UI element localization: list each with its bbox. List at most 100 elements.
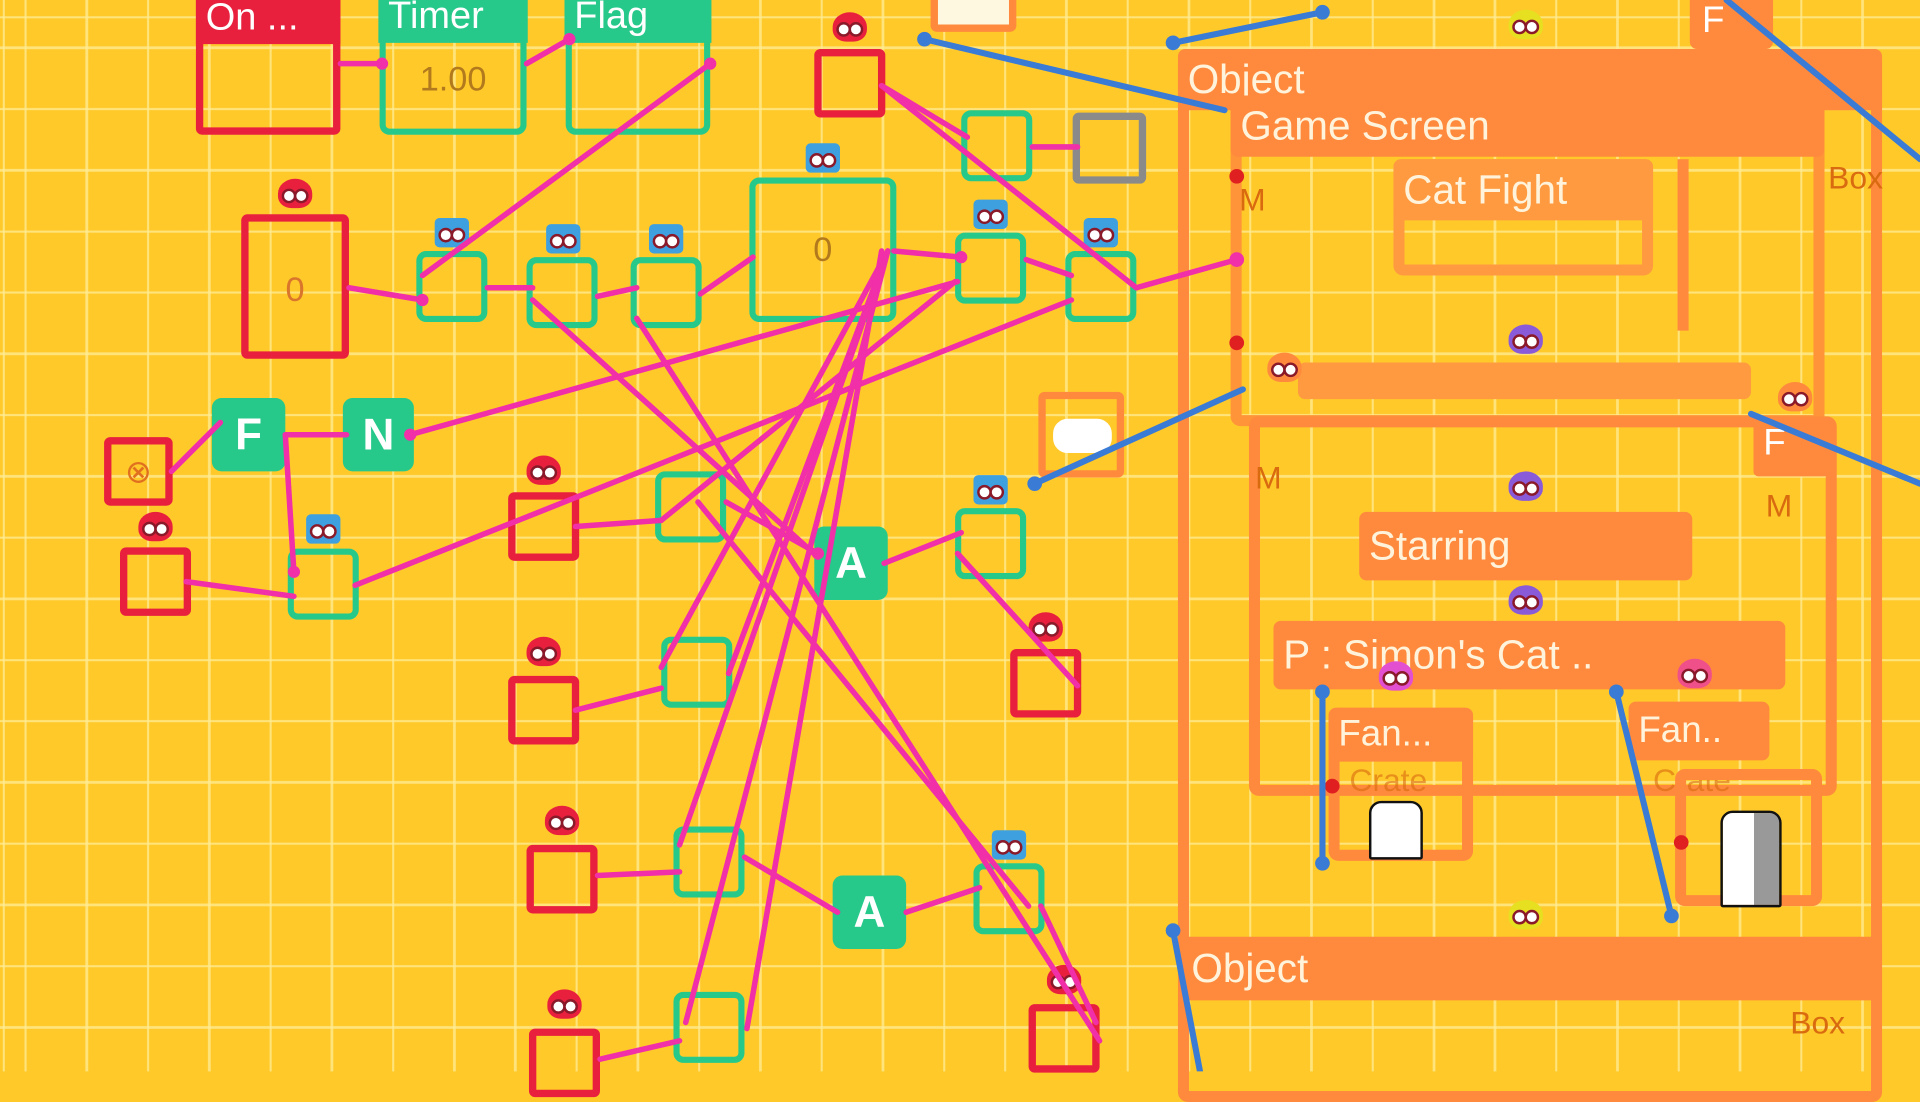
starring-label: Starring	[1368, 522, 1511, 569]
robot-nodon-head	[991, 830, 1027, 860]
object-top-type: Box	[1828, 159, 1884, 196]
cat-nodon-head	[1267, 352, 1302, 383]
red-nodon-head	[547, 989, 582, 1019]
fan2-label: Fan..	[1638, 710, 1723, 751]
red-node[interactable]	[814, 48, 886, 118]
on-node-label: On ...	[195, 0, 341, 45]
purple-nodon-head	[1508, 324, 1543, 354]
vertical-wire	[1677, 159, 1689, 331]
connection-dot[interactable]	[1229, 168, 1245, 184]
object-node-bottom[interactable]: Object	[1181, 936, 1883, 1001]
text-bar[interactable]	[1297, 362, 1752, 400]
timer-node[interactable]: Timer 1.00	[378, 0, 528, 135]
a-node-2[interactable]: A	[832, 875, 907, 949]
fan1-node[interactable]: Fan...	[1328, 707, 1474, 762]
a-node-1[interactable]: A	[814, 526, 888, 601]
inner-frame[interactable]	[1248, 416, 1837, 796]
logic-node[interactable]	[526, 257, 598, 329]
n-node[interactable]: N	[342, 397, 414, 472]
image-node-top[interactable]	[930, 0, 1017, 32]
logic-node[interactable]	[955, 508, 1027, 580]
gray-cat-sprite	[1720, 810, 1782, 908]
red-nodon-head	[1046, 964, 1082, 995]
counter-node[interactable]: 0	[241, 214, 349, 359]
flag-node-label: Flag	[564, 0, 712, 43]
m-label: M	[1255, 459, 1282, 496]
logic-node[interactable]	[287, 548, 359, 620]
image-node[interactable]	[1038, 391, 1125, 478]
red-node[interactable]	[1010, 648, 1082, 718]
cloud-icon	[1053, 418, 1112, 454]
logic-node[interactable]	[955, 232, 1027, 304]
orange-nodon-head	[1508, 9, 1543, 40]
m-label: M	[1765, 487, 1793, 525]
a-node-label: A	[853, 886, 886, 937]
counter2-value: 0	[813, 230, 833, 269]
timer-node-label: Timer	[378, 0, 528, 43]
red-bow-nodon-head	[1677, 658, 1712, 689]
starring-node[interactable]: Starring	[1359, 511, 1693, 581]
red-nodon-head	[526, 455, 561, 485]
f-node[interactable]: F	[211, 397, 286, 472]
m-label: M	[1239, 181, 1266, 218]
red-node[interactable]	[528, 1028, 601, 1098]
cat-nodon-head	[1777, 382, 1813, 412]
robot-nodon-head	[973, 199, 1008, 229]
logic-node[interactable]	[961, 110, 1033, 182]
red-nodon-head	[277, 178, 313, 209]
flag-node[interactable]: Flag	[564, 0, 712, 135]
connection-dot[interactable]	[1324, 778, 1340, 794]
f-node-right[interactable]: F	[1753, 422, 1830, 477]
yellow-nodon-head	[1508, 900, 1543, 930]
red-nodon-head	[138, 511, 173, 542]
f-label: F	[1763, 422, 1786, 463]
object-bottom-type: Box	[1790, 1004, 1846, 1041]
logic-node[interactable]	[1065, 251, 1137, 323]
cat-fight-node[interactable]: Cat Fight	[1393, 159, 1654, 221]
simons-cat-label: P : Simon's Cat ..	[1283, 631, 1594, 678]
fan2-node[interactable]: Fan..	[1628, 701, 1770, 761]
red-node[interactable]	[508, 492, 580, 561]
logic-node[interactable]	[673, 991, 745, 1063]
game-screen-node[interactable]: Game Screen	[1230, 95, 1825, 157]
red-node[interactable]	[1028, 1004, 1100, 1073]
logic-node[interactable]	[661, 636, 733, 708]
white-cat-sprite	[1368, 800, 1423, 860]
logic-node[interactable]	[655, 471, 727, 543]
cross-node[interactable]: ⊗	[104, 437, 173, 506]
red-node[interactable]	[526, 844, 598, 914]
robot-nodon-head	[805, 143, 841, 173]
red-node[interactable]	[508, 675, 580, 745]
robot-nodon-head	[973, 475, 1008, 505]
purple-nodon-head	[1508, 585, 1543, 615]
logic-node[interactable]	[630, 257, 702, 329]
robot-nodon-head	[434, 217, 469, 248]
top-small-f-node[interactable]: F	[1689, 0, 1774, 49]
logic-node[interactable]	[416, 251, 488, 323]
purple-nodon-head	[1508, 471, 1543, 501]
red-nodon-head	[526, 636, 561, 667]
gray-node[interactable]	[1072, 112, 1147, 184]
counter-value: 0	[285, 270, 305, 309]
robot-nodon-head	[648, 224, 684, 254]
robot-nodon-head	[1083, 217, 1118, 248]
f-label: F	[1702, 0, 1725, 41]
cross-icon: ⊗	[125, 453, 152, 490]
red-nodon-head	[832, 12, 867, 42]
on-node[interactable]: On ...	[195, 0, 341, 135]
logic-node[interactable]	[973, 863, 1045, 935]
red-bow-nodon-head	[1378, 661, 1414, 691]
logic-node[interactable]	[673, 826, 745, 898]
simons-cat-node[interactable]: P : Simon's Cat ..	[1273, 620, 1786, 690]
counter-green-node[interactable]: 0	[749, 177, 897, 323]
robot-nodon-head	[306, 514, 341, 544]
timer-value: 1.00	[419, 60, 487, 98]
connection-dot[interactable]	[1229, 335, 1245, 351]
n-node-label: N	[362, 408, 395, 460]
red-node[interactable]	[120, 547, 192, 616]
fan1-label: Fan...	[1338, 713, 1433, 755]
connection-dot[interactable]	[1673, 835, 1689, 850]
robot-nodon-head	[546, 224, 581, 254]
object-bottom-label: Object	[1191, 945, 1309, 991]
